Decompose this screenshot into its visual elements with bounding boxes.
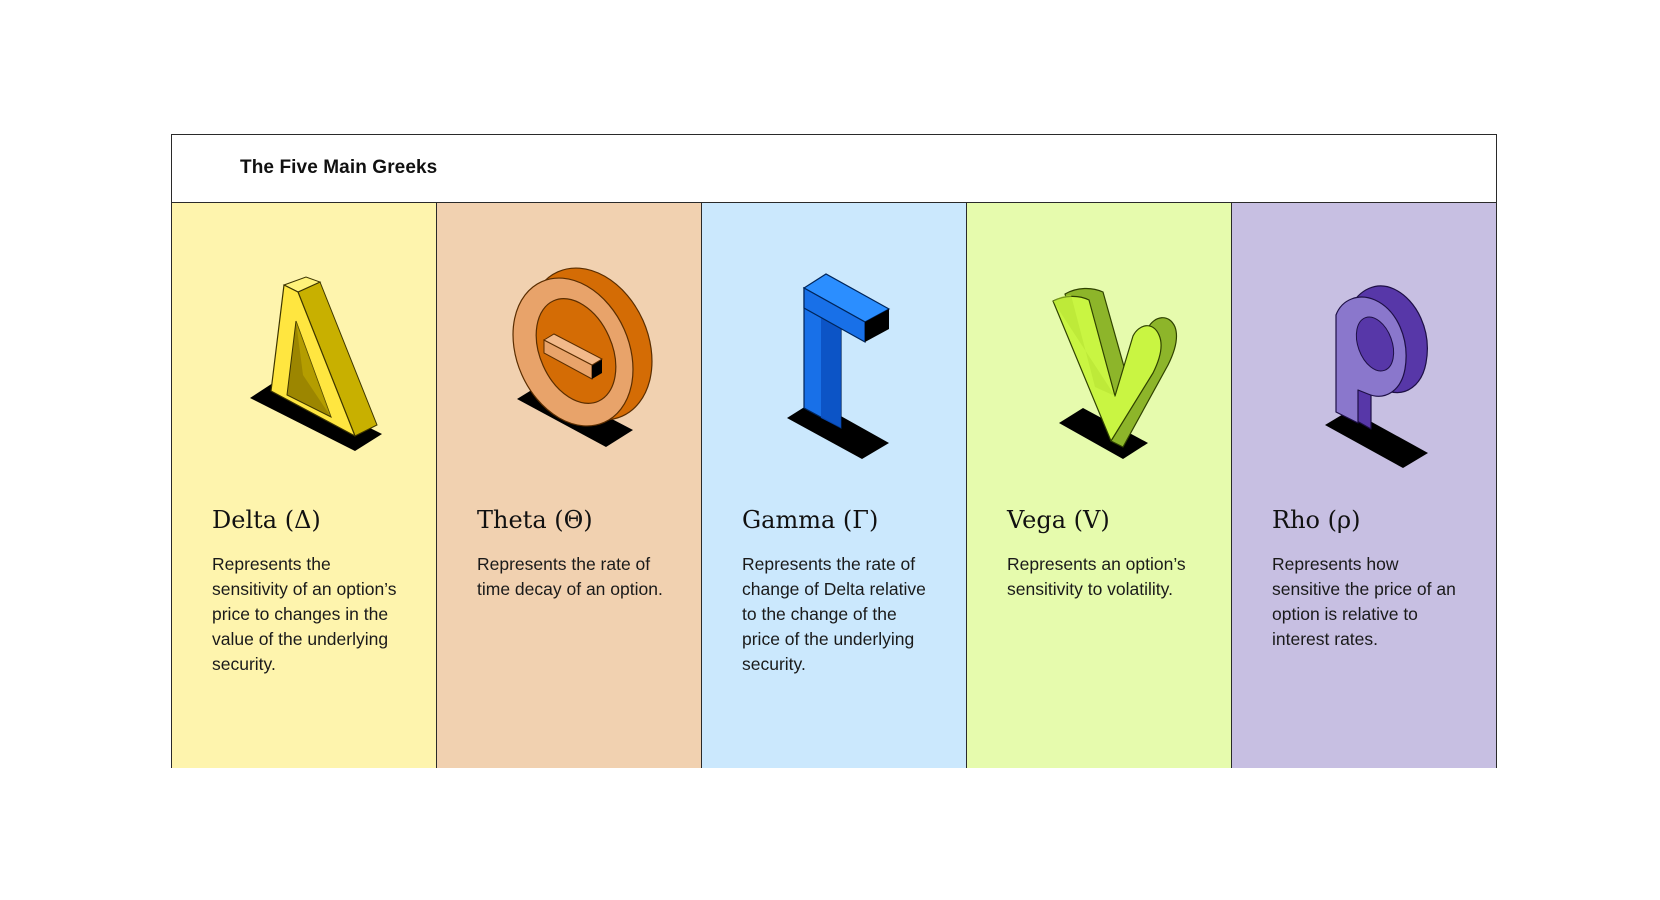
table-header: The Five Main Greeks xyxy=(172,135,1496,203)
greeks-table: The Five Main Greeks Delta (Δ) Represent… xyxy=(171,134,1497,768)
vega-3d-icon xyxy=(967,203,1231,503)
greek-title: Gamma (Γ) xyxy=(742,506,879,534)
greek-title: Rho (ρ) xyxy=(1272,506,1361,534)
greek-description: Represents the rate of change of Delta r… xyxy=(742,554,926,674)
greek-title: Vega (V) xyxy=(1007,506,1110,534)
delta-3d-icon xyxy=(172,203,436,503)
greek-description: Represents the sensitivity of an option’… xyxy=(212,554,397,674)
rho-3d-icon xyxy=(1232,203,1496,503)
delta-3d-icon xyxy=(250,276,382,451)
page-title: The Five Main Greeks xyxy=(240,157,438,178)
greek-column-theta: Theta (Θ) Represents the rate of time de… xyxy=(437,203,702,768)
greek-description: Represents the rate of time decay of an … xyxy=(477,554,663,599)
rho-3d-icon xyxy=(1325,285,1428,468)
greek-column-rho: Rho (ρ) Represents how sensitive the pri… xyxy=(1232,203,1496,768)
greek-column-delta: Delta (Δ) Represents the sensitivity of … xyxy=(172,203,437,768)
gamma-3d-icon xyxy=(702,203,966,503)
greek-column-gamma: Gamma (Γ) Represents the rate of change … xyxy=(702,203,967,768)
greek-description: Represents an option’s sensitivity to vo… xyxy=(1007,554,1186,599)
greek-column-vega: Vega (V) Represents an option’s sensitiv… xyxy=(967,203,1232,768)
gamma-3d-icon xyxy=(787,273,891,459)
greek-description: Represents how sensitive the price of an… xyxy=(1272,554,1456,649)
greeks-columns: Delta (Δ) Represents the sensitivity of … xyxy=(172,203,1496,768)
theta-3d-icon xyxy=(512,267,653,447)
greek-title: Theta (Θ) xyxy=(477,506,593,534)
theta-3d-icon xyxy=(437,203,701,503)
vega-3d-icon xyxy=(1052,287,1178,459)
greek-title: Delta (Δ) xyxy=(212,506,321,534)
